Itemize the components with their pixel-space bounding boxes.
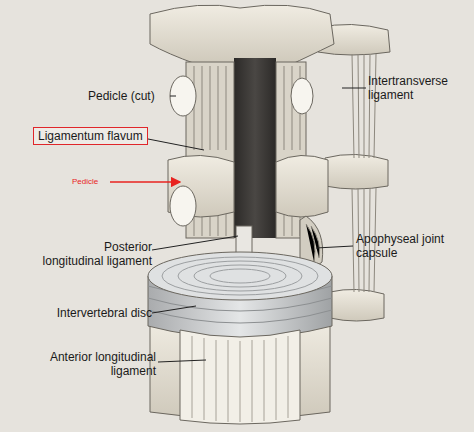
illustration-part [150,5,334,64]
illustration-part [234,58,276,238]
part-label: Intertransverse ligament [368,74,468,102]
illustration-part [194,66,226,150]
illustration-part [162,257,318,295]
part-label: Intervertebral disc [40,306,152,320]
illustration-part [342,88,366,89]
illustration-part [178,261,302,291]
illustration-part [352,54,376,158]
illustration-part [192,336,288,422]
illustration-part [143,88,366,362]
illustration-part [210,269,270,283]
illustration-part [148,252,332,300]
illustration-part [192,336,288,422]
part-label: Pedicle (cut) [88,89,168,103]
illustration-part [143,138,204,150]
illustration-part [194,265,286,287]
highlight-box: Ligamentum flavum [33,127,148,145]
illustration-part [306,224,320,262]
illustration-part [162,257,318,295]
part-label: Posterior longitudinal ligament [40,240,152,268]
illustration-part [276,155,328,217]
part-label: Ligamentum flavum [38,129,143,143]
illustration-part [306,224,320,262]
illustration-part [170,96,176,97]
illustration-part [110,181,180,182]
illustration-part [170,186,196,226]
illustration-part [330,289,384,321]
illustration-part [152,306,196,313]
illustration-part [180,330,300,424]
illustration-part [291,78,313,114]
part-label: Pedicle [72,177,112,187]
illustration-part [152,236,238,250]
part-label: Apophyseal joint capsule [356,232,468,260]
part-label: Anterior longitudinal ligament [40,350,156,378]
illustration-part [316,246,353,248]
illustration-part [170,76,196,116]
illustration-part [325,154,388,189]
illustration-part [158,360,206,362]
